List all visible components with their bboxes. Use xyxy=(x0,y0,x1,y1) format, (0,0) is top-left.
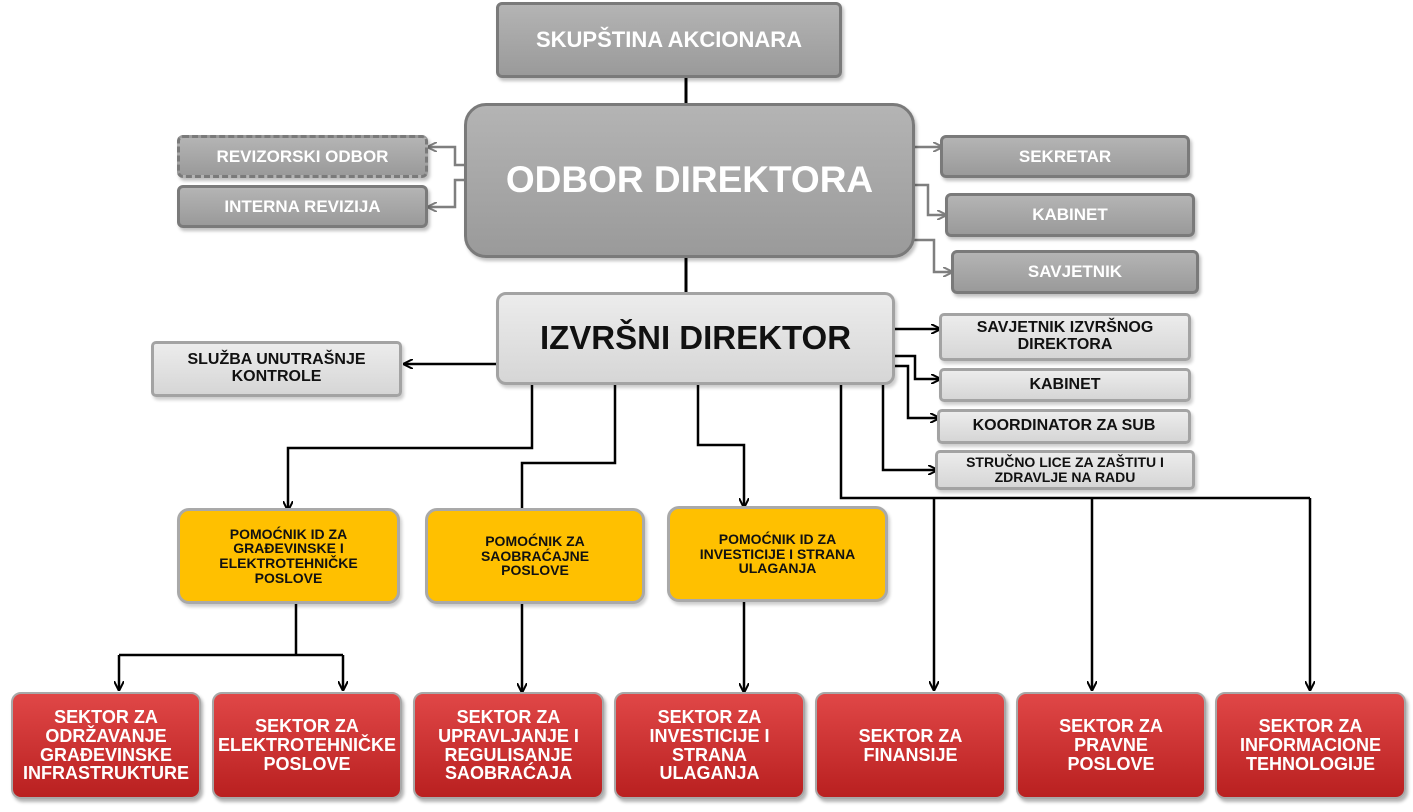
sector-finance-box: SEKTOR ZA FINANSIJE xyxy=(815,692,1006,799)
assistant-traffic-label: POMOĆNIK ZA SAOBRAĆAJNE POSLOVE xyxy=(480,532,590,579)
sector-investment-label: SEKTOR ZA INVESTICIJE I STRANA ULAGANJA xyxy=(649,706,770,784)
sector-legal-box: SEKTOR ZA PRAVNE POSLOVE xyxy=(1016,692,1206,799)
assistant-construction-electro-label: POMOĆNIK ID ZA GRAĐEVINSKE I ELEKTROTEHN… xyxy=(219,525,358,586)
shareholders-label: SKUPŠTINA AKCIONARA xyxy=(535,27,803,53)
line-executive-sector-bus xyxy=(839,385,1310,500)
sector-investment-box: SEKTOR ZA INVESTICIJE I STRANA ULAGANJA xyxy=(614,692,805,799)
executive-cabinet-label: KABINET xyxy=(1029,375,1101,393)
line-board-internal-audit xyxy=(428,178,464,207)
board-advisor-label: SAVJETNIK xyxy=(1027,262,1123,282)
assistant-traffic-box: POMOĆNIK ZA SAOBRAĆAJNE POSLOVE xyxy=(425,508,645,604)
sector-electro-box: SEKTOR ZA ELEKTROTEHNIČKE POSLOVE xyxy=(212,692,402,799)
sector-maintenance-label: SEKTOR ZA ODRŽAVANJE GRAĐEVINSKE INFRAST… xyxy=(23,706,189,784)
sector-it-box: SEKTOR ZA INFORMACIONE TEHNOLOGIJE xyxy=(1215,692,1406,799)
audit-committee-label: REVIZORSKI ODBOR xyxy=(216,146,389,166)
board-label: ODBOR DIREKTORA xyxy=(505,159,874,201)
executive-advisor-box: SAVJETNIK IZVRŠNOG DIREKTORA xyxy=(939,313,1191,361)
board-advisor-box: SAVJETNIK xyxy=(951,250,1199,294)
secretary-label: SEKRETAR xyxy=(1018,146,1112,166)
internal-control-box: SLUŽBA UNUTRAŠNJE KONTROLE xyxy=(151,341,402,397)
internal-audit-label: INTERNA REVIZIJA xyxy=(224,196,381,216)
board-box: ODBOR DIREKTORA xyxy=(464,103,915,258)
line-executive-safety xyxy=(881,385,937,470)
executive-director-box: IZVRŠNI DIREKTOR xyxy=(496,292,895,385)
assistant-investment-label: POMOĆNIK ID ZA INVESTICIJE I STRANA ULAG… xyxy=(699,530,856,577)
assistant-construction-electro-box: POMOĆNIK ID ZA GRAĐEVINSKE I ELEKTROTEHN… xyxy=(177,508,400,604)
sector-electro-label: SEKTOR ZA ELEKTROTEHNIČKE POSLOVE xyxy=(218,716,397,774)
board-cabinet-label: KABINET xyxy=(1032,205,1108,225)
line-executive-assistant-3 xyxy=(696,385,744,507)
secretary-box: SEKRETAR xyxy=(940,135,1190,178)
assistant-investment-box: POMOĆNIK ID ZA INVESTICIJE I STRANA ULAG… xyxy=(667,506,888,602)
sector-traffic-label: SEKTOR ZA UPRAVLJANJE I REGULISANJE SAOB… xyxy=(438,706,579,784)
line-board-advisor xyxy=(914,238,952,272)
coordinator-label: KOORDINATOR ZA SUB xyxy=(972,417,1156,435)
board-cabinet-box: KABINET xyxy=(945,193,1195,237)
coordinator-box: KOORDINATOR ZA SUB xyxy=(937,409,1191,444)
shareholders-box: SKUPŠTINA AKCIONARA xyxy=(496,2,842,78)
line-board-cabinet xyxy=(914,183,946,215)
line-board-audit-committee xyxy=(428,147,464,167)
sector-finance-label: SEKTOR ZA FINANSIJE xyxy=(858,725,963,765)
safety-officer-box: STRUČNO LICE ZA ZAŠTITU I ZDRAVLJE NA RA… xyxy=(935,450,1195,490)
sector-it-label: SEKTOR ZA INFORMACIONE TEHNOLOGIJE xyxy=(1240,716,1381,774)
executive-cabinet-box: KABINET xyxy=(939,368,1191,402)
executive-advisor-label: SAVJETNIK IZVRŠNOG DIREKTORA xyxy=(976,319,1154,353)
audit-committee-box: REVIZORSKI ODBOR xyxy=(177,135,428,178)
line-executive-assistant-2 xyxy=(520,385,617,510)
sector-legal-label: SEKTOR ZA PRAVNE POSLOVE xyxy=(1059,716,1163,774)
line-executive-coordinator xyxy=(894,364,939,418)
executive-director-label: IZVRŠNI DIREKTOR xyxy=(539,319,852,357)
internal-audit-box: INTERNA REVIZIJA xyxy=(177,185,428,228)
internal-control-label: SLUŽBA UNUTRAŠNJE KONTROLE xyxy=(187,351,366,385)
safety-officer-label: STRUČNO LICE ZA ZAŠTITU I ZDRAVLJE NA RA… xyxy=(966,454,1164,485)
sector-maintenance-box: SEKTOR ZA ODRŽAVANJE GRAĐEVINSKE INFRAST… xyxy=(11,692,201,799)
line-executive-assistant-1 xyxy=(288,385,534,510)
sector-traffic-box: SEKTOR ZA UPRAVLJANJE I REGULISANJE SAOB… xyxy=(413,692,604,799)
line-assistant-1-bus xyxy=(119,603,343,657)
line-executive-cabinet xyxy=(894,354,940,379)
